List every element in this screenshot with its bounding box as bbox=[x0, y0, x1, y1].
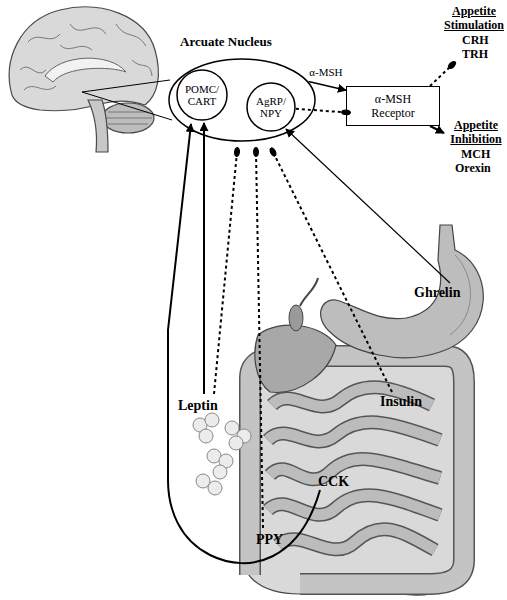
ghrelin-arrow bbox=[286, 129, 450, 283]
node-text: POMC/ CART bbox=[180, 83, 224, 107]
inhibition-line bbox=[214, 152, 237, 394]
neuron-circle: POMC/ CART bbox=[176, 69, 228, 121]
inhibition-line bbox=[273, 152, 392, 392]
hormone-label: MCH bbox=[461, 147, 490, 161]
fat-cell bbox=[208, 481, 222, 495]
fat-cell bbox=[225, 421, 239, 435]
node-outline bbox=[177, 70, 227, 120]
hormone-label: Leptin bbox=[178, 398, 218, 414]
node-outline bbox=[247, 83, 295, 131]
brain-gyri bbox=[20, 24, 152, 90]
node-heading: Arcuate Nucleus bbox=[180, 34, 272, 50]
activation-arrow bbox=[309, 82, 347, 91]
intestine-loop-edge bbox=[268, 422, 440, 441]
neuron-circle: AgRP/ NPY bbox=[246, 82, 296, 132]
intestine-loop bbox=[268, 495, 440, 515]
inhibition-line bbox=[430, 65, 452, 86]
heading-label: Appetite Inhibition bbox=[446, 118, 506, 146]
edge-label: α-MSH bbox=[309, 66, 342, 78]
leptin-arrow bbox=[203, 123, 205, 394]
inhibition-line bbox=[296, 109, 346, 113]
node-body: POMC/ CART bbox=[176, 69, 228, 121]
activation-arrow bbox=[430, 126, 444, 133]
hormone-label: Insulin bbox=[380, 394, 422, 410]
node-text: AgRP/ NPY bbox=[250, 95, 292, 119]
intestine-loop-edge bbox=[268, 495, 440, 515]
heading-label: Appetite Stimulation bbox=[441, 4, 507, 32]
cerebellum bbox=[102, 103, 154, 133]
liver bbox=[255, 325, 336, 392]
hormone-label: CCK bbox=[318, 474, 349, 490]
small-intestine bbox=[268, 387, 440, 550]
fat-cell bbox=[229, 436, 243, 450]
brain-cerebrum bbox=[9, 7, 158, 111]
corpus-callosum bbox=[45, 58, 126, 82]
hormone-label: Ghrelin bbox=[414, 285, 460, 301]
receptor-box: α-MSH Receptor bbox=[346, 86, 440, 126]
intestine-loop-edge bbox=[270, 459, 440, 479]
small-intestine-outline bbox=[268, 387, 440, 550]
node-text: α-MSH Receptor bbox=[353, 92, 433, 120]
intestine-loop bbox=[268, 422, 440, 441]
leader-line bbox=[82, 80, 172, 120]
fat-cell bbox=[213, 465, 227, 479]
fat-cell bbox=[199, 429, 213, 443]
cerebellum-folia bbox=[104, 112, 152, 124]
nucleus-ellipse: Arcuate NucleusPOMC/ CARTAgRP/ NPY bbox=[168, 58, 316, 142]
gallbladder bbox=[289, 305, 303, 331]
brainstem bbox=[88, 100, 108, 152]
stomach bbox=[321, 225, 484, 358]
hormone-label: CRH bbox=[462, 33, 489, 47]
node-body: α-MSH Receptor bbox=[347, 87, 439, 125]
fat-cells bbox=[193, 413, 251, 495]
intestine-loop bbox=[270, 459, 440, 479]
hormone-label: TRH bbox=[462, 47, 488, 61]
cck-arrow bbox=[168, 124, 320, 563]
fat-cell bbox=[205, 413, 219, 427]
bile-duct bbox=[300, 278, 318, 306]
hormone-label: PPY bbox=[256, 532, 283, 548]
node-outline bbox=[169, 59, 315, 141]
node-body: AgRP/ NPY bbox=[246, 82, 296, 132]
inhibition-line bbox=[256, 152, 263, 528]
hormone-label: Orexin bbox=[455, 161, 491, 175]
